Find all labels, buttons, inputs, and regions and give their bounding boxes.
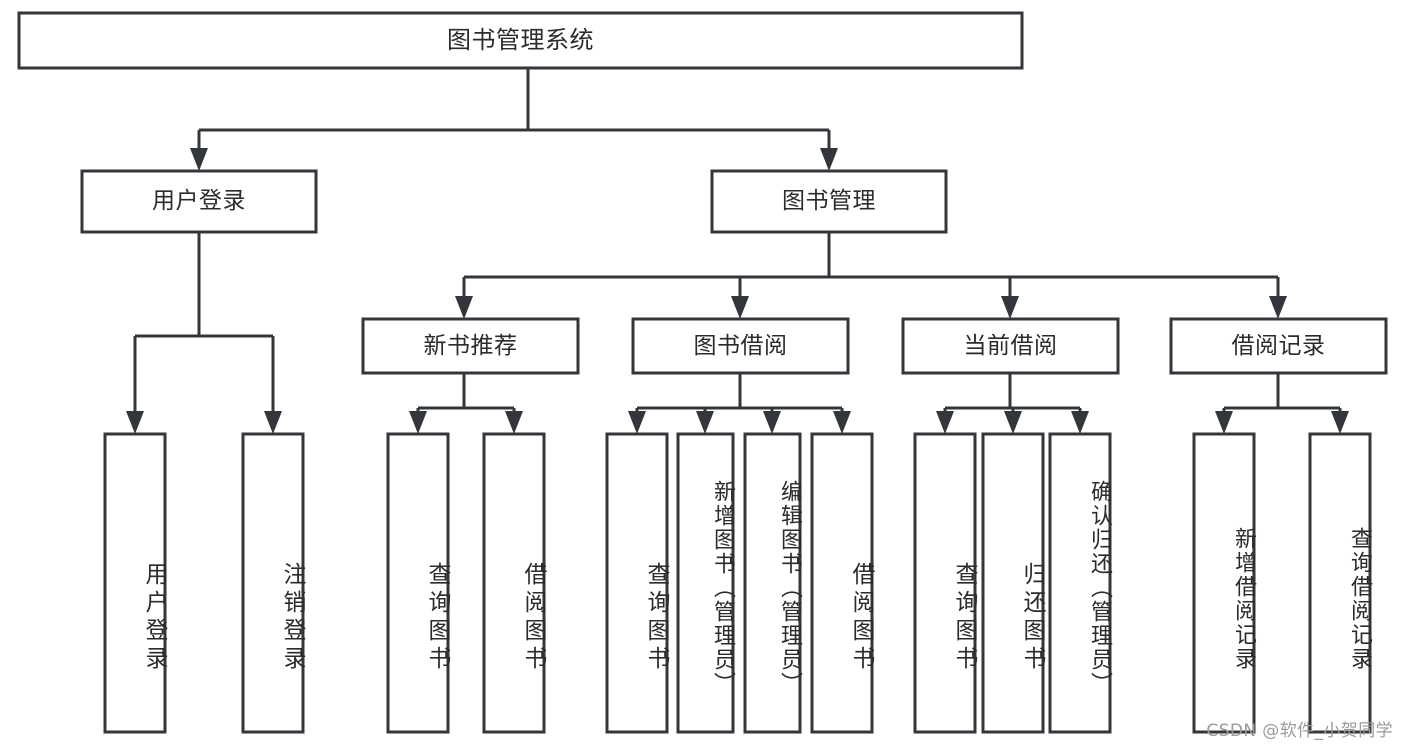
arrow-head-new-book-recommend: [455, 296, 473, 319]
arrow-head-leaf-borrow-book-1: [505, 411, 523, 434]
arrow-head-leaf-query-record: [1331, 411, 1349, 434]
node-box-current-borrow[interactable]: [901, 317, 1120, 375]
node-box-leaf-borrow-book-2[interactable]: [810, 432, 874, 734]
arrow-head-current-borrow: [1001, 296, 1019, 319]
node-box-book-borrow[interactable]: [631, 317, 850, 375]
node-box-leaf-query-book-2[interactable]: [605, 432, 669, 734]
arrow-head-user-login: [190, 148, 208, 171]
arrow-head-leaf-add-record: [1215, 411, 1233, 434]
arrow-head-leaf-add-book-admin: [696, 411, 714, 434]
arrow-head-leaf-user-login: [126, 411, 144, 434]
arrow-head-leaf-query-book-3: [936, 411, 954, 434]
node-box-leaf-query-book-1[interactable]: [386, 432, 450, 734]
node-box-leaf-logout[interactable]: [241, 432, 305, 734]
arrow-head-leaf-query-book-2: [628, 411, 646, 434]
node-box-leaf-user-login[interactable]: [103, 432, 167, 734]
node-box-leaf-add-record[interactable]: [1192, 432, 1256, 734]
arrow-head-leaf-logout: [264, 411, 282, 434]
node-box-root[interactable]: [17, 11, 1024, 70]
node-box-user-login[interactable]: [80, 169, 318, 234]
node-box-new-book-recommend[interactable]: [361, 317, 580, 375]
arrow-head-leaf-return-book: [1004, 411, 1022, 434]
node-box-leaf-confirm-return-admin[interactable]: [1048, 432, 1112, 734]
node-box-leaf-edit-book-admin[interactable]: [743, 432, 802, 734]
node-box-borrow-record[interactable]: [1169, 317, 1388, 375]
node-box-leaf-borrow-book-1[interactable]: [482, 432, 546, 734]
arrow-head-book-borrow: [731, 296, 749, 319]
arrow-head-leaf-borrow-book-2: [833, 411, 851, 434]
watermark-text: CSDN @软件_小贺同学: [1206, 721, 1393, 741]
arrow-head-leaf-query-book-1: [409, 411, 427, 434]
arrow-head-borrow-record: [1269, 296, 1287, 319]
arrow-head-book-management: [820, 148, 838, 171]
arrow-head-leaf-confirm-return-admin: [1071, 411, 1089, 434]
node-box-leaf-return-book[interactable]: [981, 432, 1045, 734]
node-box-leaf-query-book-3[interactable]: [913, 432, 977, 734]
node-box-leaf-add-book-admin[interactable]: [676, 432, 735, 734]
node-box-leaf-query-record[interactable]: [1308, 432, 1372, 734]
arrow-head-leaf-edit-book-admin: [763, 411, 781, 434]
node-box-book-management[interactable]: [710, 169, 948, 234]
